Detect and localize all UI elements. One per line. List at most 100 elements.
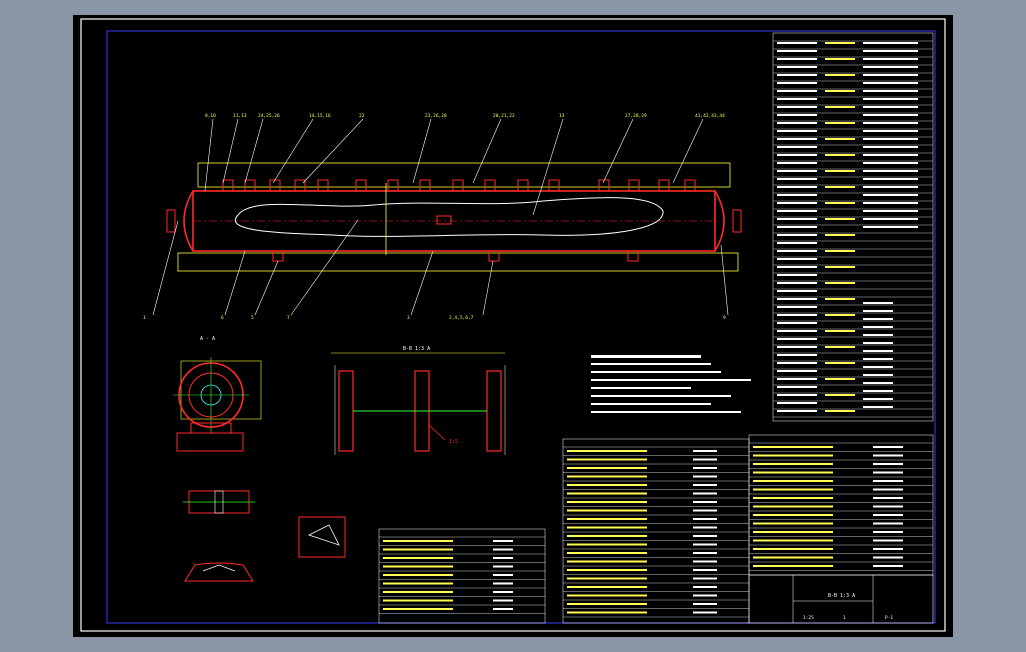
table-text-mark (777, 218, 817, 220)
table-text-mark (863, 334, 893, 336)
table-text-mark (777, 242, 817, 244)
table-text-mark (863, 406, 893, 408)
table-text-mark (383, 548, 453, 551)
table-text-mark (863, 390, 893, 392)
table-text-mark (753, 497, 833, 499)
table-text-mark (493, 574, 513, 576)
svg-text:14,15,16: 14,15,16 (309, 113, 331, 119)
table-text-mark (863, 358, 893, 360)
table-text-mark (493, 565, 513, 568)
table-text-mark (825, 42, 855, 44)
table-text-mark (863, 58, 918, 60)
svg-text:22: 22 (359, 113, 365, 119)
table-text-mark (873, 488, 903, 491)
table-text-mark (777, 410, 817, 412)
table-text-mark (873, 531, 903, 533)
table-text-mark (863, 106, 918, 108)
table-text-mark (777, 186, 817, 188)
table-text-mark (777, 178, 817, 180)
table-text-mark (693, 569, 717, 571)
table-text-mark (753, 522, 833, 525)
table-text-mark (825, 186, 855, 188)
table-text-mark (567, 509, 647, 512)
table-text-mark (863, 162, 918, 164)
svg-text:8,10: 8,10 (205, 113, 216, 119)
table-text-mark (567, 611, 647, 614)
table-text-mark (777, 170, 817, 172)
table-text-mark (567, 569, 647, 571)
table-text-mark (567, 594, 647, 597)
svg-text:5: 5 (251, 315, 254, 321)
svg-text:13: 13 (559, 113, 565, 119)
table-text-mark (567, 450, 647, 452)
table-text-mark (777, 306, 817, 308)
table-text-mark (873, 463, 903, 465)
table-text-mark (873, 480, 903, 482)
table-text-mark (777, 314, 817, 316)
table-text-mark (863, 90, 918, 92)
table-text-mark (825, 218, 855, 220)
table-text-mark (567, 518, 647, 520)
table-text-mark (567, 603, 647, 605)
table-text-mark (567, 535, 647, 537)
svg-text:24,25,26: 24,25,26 (258, 113, 280, 119)
table-text-mark (777, 346, 817, 348)
internal-baffle (235, 197, 664, 237)
table-text-mark (777, 386, 817, 388)
table-text-mark (825, 122, 855, 124)
table-text-mark (383, 591, 453, 593)
table-text-mark (863, 114, 918, 116)
svg-text:11,13: 11,13 (233, 113, 247, 119)
table-text-mark (863, 382, 893, 384)
svg-text:A - A: A - A (200, 336, 215, 342)
table-text-mark (777, 250, 817, 252)
table-text-mark (777, 114, 817, 116)
svg-text:3: 3 (407, 315, 410, 321)
table-text-mark (693, 577, 717, 580)
table-text-mark (693, 594, 717, 597)
table-text-mark (873, 514, 903, 516)
table-text-mark (567, 458, 647, 461)
table-text-mark (693, 518, 717, 520)
table-text-mark (777, 322, 817, 324)
table-text-mark (777, 42, 817, 44)
table-text-mark (863, 130, 918, 132)
table-text-mark (777, 330, 817, 332)
table-text-mark (693, 492, 717, 495)
table-text-mark (567, 475, 647, 478)
table-text-mark (567, 467, 647, 469)
table-text-mark (863, 82, 918, 84)
table-text-mark (777, 106, 817, 108)
table-text-mark (825, 58, 855, 60)
table-text-mark (825, 106, 855, 108)
table-text-mark (863, 342, 893, 344)
table-text-mark (493, 540, 513, 542)
table-text-mark (825, 378, 855, 380)
svg-text:41,42,43,44: 41,42,43,44 (695, 113, 725, 119)
section-b-label: B-B 1:3 A (403, 346, 430, 352)
table-text-mark (825, 154, 855, 156)
table-text-mark (863, 122, 918, 124)
table-text-mark (383, 574, 453, 576)
table-text-mark (693, 586, 717, 588)
table-text-mark (693, 501, 717, 503)
table-text-mark (777, 234, 817, 236)
section-b-view: 1:5 B-B 1:3 A (331, 346, 506, 455)
table-text-mark (693, 484, 717, 486)
table-text-mark (493, 608, 513, 610)
table-text-mark (873, 471, 903, 474)
table-text-mark (777, 274, 817, 276)
table-text-mark (777, 194, 817, 196)
table-text-mark (777, 122, 817, 124)
table-text-mark (693, 509, 717, 512)
table-text-mark (693, 543, 717, 546)
table-text-mark (825, 138, 855, 140)
table-text-mark (777, 74, 817, 76)
table-text-mark (825, 266, 855, 268)
table-text-mark (753, 531, 833, 533)
leader-lines (152, 118, 729, 316)
table-text-mark (863, 154, 918, 156)
table-text-mark (383, 565, 453, 568)
table-text-mark (863, 318, 893, 320)
